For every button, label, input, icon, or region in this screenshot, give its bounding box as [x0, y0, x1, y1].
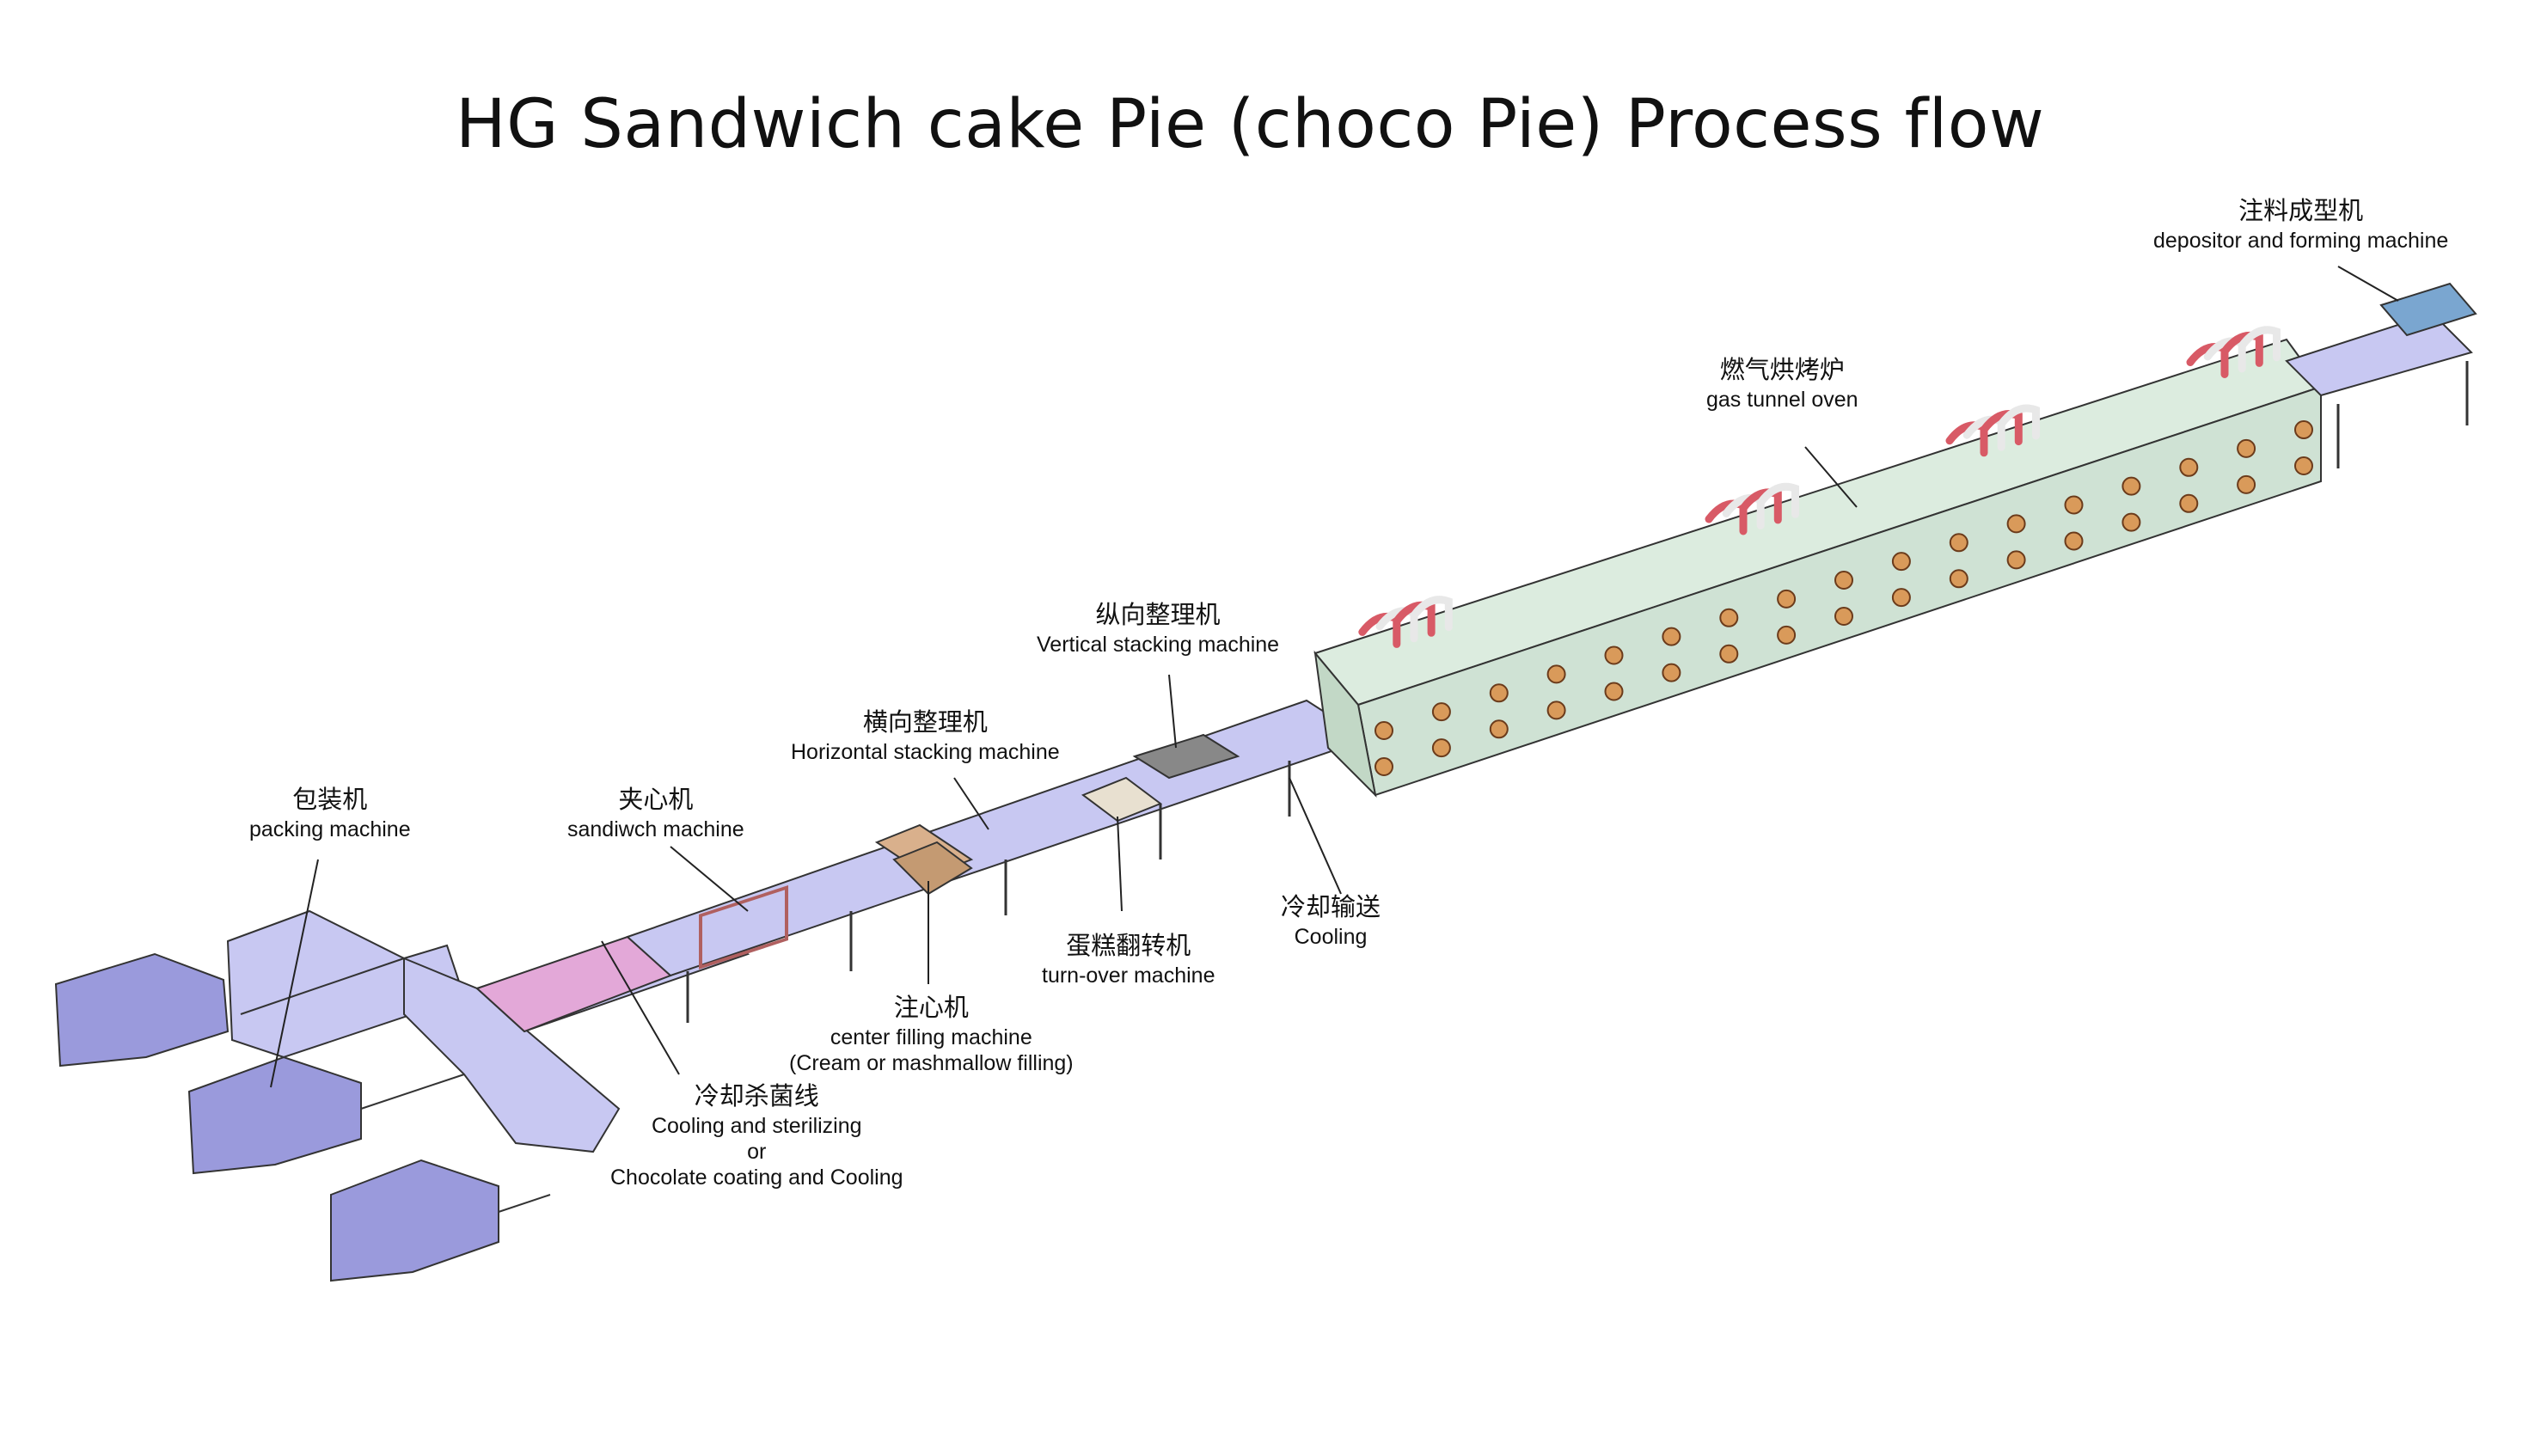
oven-heater-disc [2294, 456, 2313, 475]
oven-heater-disc [2121, 512, 2141, 532]
cooling-conveyor-label: 冷却输送 Cooling [1281, 890, 1381, 950]
oven-heater-disc [1834, 607, 1853, 626]
oven-heater-disc [2179, 457, 2199, 477]
oven-heater-disc [2006, 550, 2026, 570]
burner-pipe [1757, 482, 1799, 518]
burner-pipe [1410, 596, 1453, 632]
center-filling-label-zh: 注心机 [893, 993, 969, 1022]
depositor-label-en: depositor and forming machine [2153, 229, 2449, 253]
oven-heater-disc [1949, 569, 1968, 589]
cooling-sterilizing-label-zh: 冷却杀菌线 [694, 1081, 819, 1110]
turn-over-label: 蛋糕翻转机 turn-over machine [1042, 928, 1215, 988]
packing-label-zh: 包装机 [292, 785, 368, 814]
cooling-sterilizing-label-en2: or [747, 1140, 767, 1164]
oven-heater-disc [1489, 683, 1509, 703]
burner-pipe [2238, 326, 2281, 362]
sandwich-label-en: sandiwch machine [567, 817, 744, 841]
oven-label-en: gas tunnel oven [1706, 388, 1858, 412]
cooling-conveyor-label-zh: 冷却输送 [1281, 892, 1381, 921]
sandwich-machine [699, 885, 788, 970]
leader-lines [270, 266, 2399, 1088]
burner-pipe [1980, 410, 2023, 446]
burner-pipes [1358, 326, 2281, 648]
oven-heater-disc [1777, 589, 1797, 609]
vertical-stacking-label-zh: 纵向整理机 [1095, 600, 1221, 629]
oven-heater-disc [1834, 571, 1853, 590]
depositor-label: 注料成型机 depositor and forming machine [2153, 193, 2448, 254]
depositor-label-zh: 注料成型机 [2238, 196, 2364, 225]
horizontal-stacking-label: 横向整理机 Horizontal stacking machine [791, 705, 1060, 765]
center-filling-label-en2: (Cream or mashmallow filling) [789, 1051, 1074, 1075]
burner-pipe [2220, 331, 2263, 367]
cooling-sterilizing-label-en: Cooling and sterilizing [651, 1114, 862, 1138]
depositor-machine [2379, 282, 2477, 337]
oven-heater-disc [1546, 664, 1566, 684]
oven-heater-disc [1431, 738, 1451, 758]
burner-pipe [1739, 488, 1782, 524]
oven-heater-disc [1604, 645, 1624, 665]
oven-heater-disc [1891, 552, 1911, 572]
vertical-stacking-label-en: Vertical stacking machine [1037, 633, 1280, 657]
center-filling-label-en: center filling machine [830, 1025, 1032, 1049]
oven-label: 燃气烘烤炉 gas tunnel oven [1706, 352, 1858, 413]
oven-heater-disc [1662, 627, 1681, 646]
turn-over-label-zh: 蛋糕翻转机 [1066, 931, 1191, 960]
cooling-sterilizing-label: 冷却杀菌线 Cooling and sterilizing or Chocola… [610, 1079, 903, 1190]
burner-pipe [1393, 601, 1436, 637]
center-filling-label: 注心机 center filling machine (Cream or mas… [789, 990, 1074, 1076]
oven-heater-disc [1662, 663, 1681, 682]
oven-heater-disc [2064, 531, 2084, 551]
oven-heater-disc [2237, 474, 2256, 494]
oven-doors [1375, 420, 2313, 776]
oven-heater-disc [1719, 644, 1739, 664]
oven-heater-disc [1891, 588, 1911, 608]
oven-heater-disc [2179, 493, 2199, 513]
oven-label-zh: 燃气烘烤炉 [1719, 355, 1845, 384]
oven-heater-disc [1777, 625, 1797, 645]
packing-label-en: packing machine [249, 817, 411, 841]
sandwich-label-zh: 夹心机 [618, 785, 694, 814]
oven-heater-disc [1489, 719, 1509, 739]
oven-heater-disc [2006, 514, 2026, 534]
turn-over-label-en: turn-over machine [1042, 964, 1215, 988]
oven-heater-disc [1949, 533, 1968, 553]
packing-machines [54, 952, 551, 1282]
oven-heater-disc [1431, 702, 1451, 722]
cooling-conveyor-label-en: Cooling [1294, 925, 1368, 949]
oven-heater-disc [2064, 495, 2084, 515]
packing-label: 包装机 packing machine [249, 782, 411, 842]
center-filling-machine [874, 823, 974, 896]
vertical-stacking-machine [1081, 733, 1240, 823]
page-title: HG Sandwich cake Pie (choco Pie) Process… [456, 86, 2045, 163]
conveyor-supports [686, 361, 2469, 1023]
sandwich-label: 夹心机 sandiwch machine [567, 782, 744, 842]
burner-pipe [1998, 404, 2040, 440]
depositor-conveyor [2285, 312, 2473, 397]
cooling-sterilizing-label-en3: Chocolate coating and Cooling [610, 1165, 903, 1190]
oven-heater-disc [2294, 420, 2313, 439]
oven-heater-disc [1546, 700, 1566, 720]
oven-heater-disc [2237, 438, 2256, 458]
oven-heater-disc [1375, 721, 1393, 740]
oven-heater-disc [1604, 682, 1624, 701]
oven-heater-disc [2121, 476, 2141, 496]
oven-heater-disc [1375, 757, 1393, 776]
horizontal-stacking-label-en: Horizontal stacking machine [791, 740, 1060, 764]
horizontal-stacking-label-zh: 横向整理机 [862, 707, 988, 737]
vertical-stacking-label: 纵向整理机 Vertical stacking machine [1037, 597, 1279, 658]
oven-heater-disc [1719, 608, 1739, 627]
